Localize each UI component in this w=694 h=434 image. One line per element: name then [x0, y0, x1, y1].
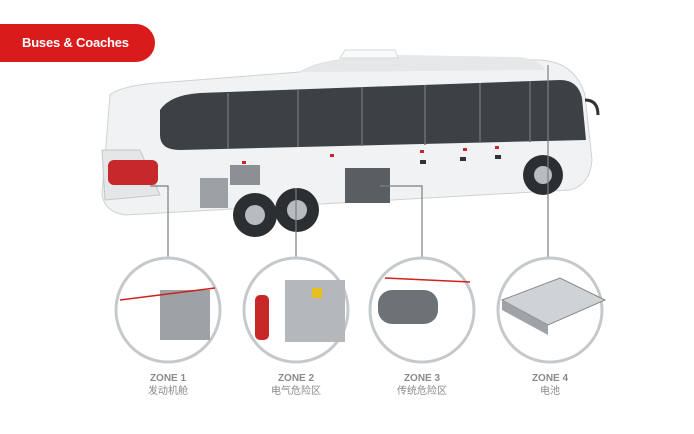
category-banner: Buses & Coaches — [0, 24, 155, 62]
zone-subtitle: 电池 — [540, 386, 560, 397]
zone-2-circle — [242, 256, 350, 364]
zone-1-label: ZONE 1 发动机舱 — [108, 372, 228, 398]
zone-4-circle — [496, 256, 607, 364]
zone-4-label: ZONE 4 电池 — [490, 372, 610, 398]
zone-subtitle: 电气危险区 — [271, 386, 321, 397]
zone-3-label: ZONE 3 传统危险区 — [362, 372, 482, 398]
zone-title: ZONE 2 — [277, 373, 315, 384]
zone-2-label: ZONE 2 电气危险区 — [236, 372, 356, 398]
zone-title: ZONE 1 — [149, 373, 187, 384]
zone-subtitle: 传统危险区 — [397, 386, 447, 397]
bus-illustration — [101, 49, 600, 237]
zone-1-circle — [114, 256, 222, 364]
zone-3-circle — [368, 256, 476, 364]
zone-subtitle: 发动机舱 — [148, 386, 188, 397]
zone-title: ZONE 3 — [403, 373, 441, 384]
zone-title: ZONE 4 — [531, 373, 569, 384]
connector-lines — [150, 65, 549, 258]
